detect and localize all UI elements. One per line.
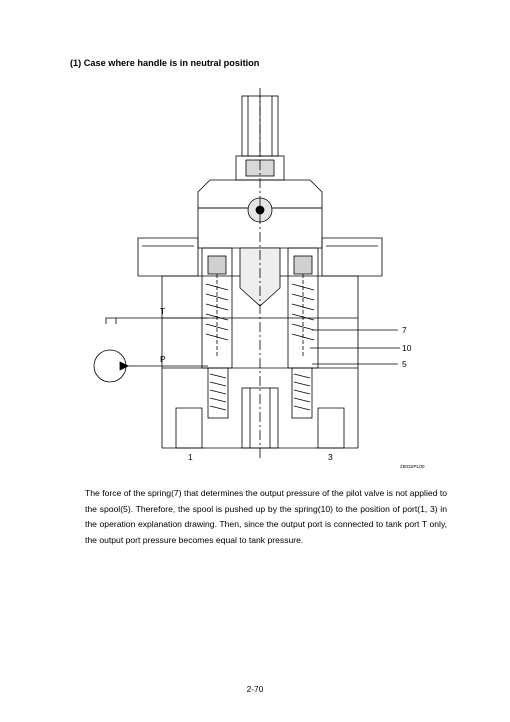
label-10: 10 — [402, 343, 412, 353]
label-5: 5 — [402, 359, 407, 369]
figure-code: 25032PL00 — [400, 464, 425, 470]
section-heading: (1) Case where handle is in neutral posi… — [70, 58, 260, 68]
pilot-valve-drawing: T P 7 10 5 1 3 25032PL00 — [90, 88, 440, 473]
port-t-label: T — [160, 306, 165, 316]
port-3-label: 3 — [328, 452, 333, 462]
explanation-paragraph: The force of the spring(7) that determin… — [85, 488, 447, 545]
label-7: 7 — [402, 325, 407, 335]
port-p-label: P — [160, 354, 166, 364]
pilot-valve-cross-section: T P 7 10 5 1 3 25032PL00 — [93, 88, 425, 470]
port-1-label: 1 — [188, 452, 193, 462]
page-number: 2-70 — [246, 684, 264, 694]
